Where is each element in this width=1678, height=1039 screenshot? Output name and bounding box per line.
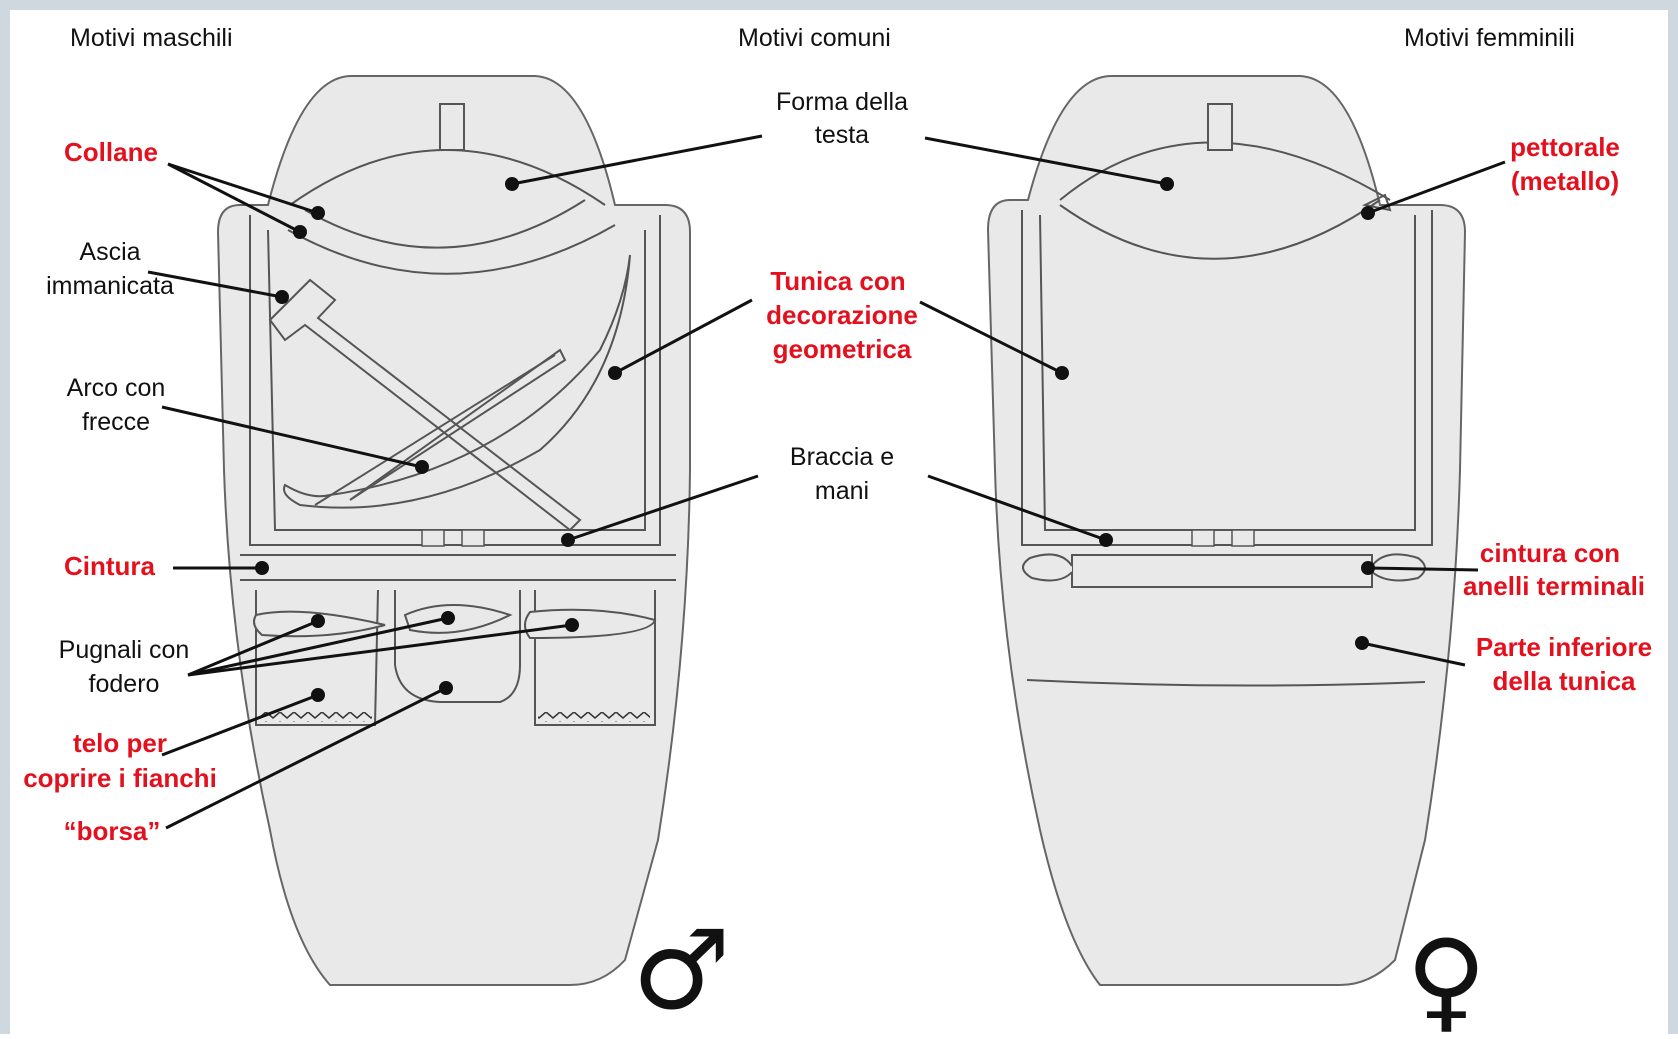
header-female: Motivi femminili: [1404, 24, 1575, 52]
female-belt: [1072, 555, 1372, 587]
female-hand-right: [1232, 530, 1254, 546]
label-lower-tunic-line2: della tunica: [1492, 666, 1636, 696]
label-daggers-line2: fodero: [89, 670, 160, 698]
dot-belt: [255, 561, 269, 575]
dot-female-arms: [1099, 533, 1113, 547]
dot-axe: [275, 290, 289, 304]
dot-dagger-3: [565, 618, 579, 632]
header-common: Motivi comuni: [738, 24, 891, 52]
dot-dagger-1: [311, 614, 325, 628]
dot-female-head: [1160, 177, 1174, 191]
dot-cloth: [311, 688, 325, 702]
label-arms-line2: mani: [815, 477, 869, 505]
dot-necklace-1: [311, 206, 325, 220]
dot-pectoral: [1361, 206, 1375, 220]
female-belt-ring-left: [1023, 554, 1072, 580]
label-axe-line2: immanicata: [46, 272, 174, 300]
dot-female-tunic: [1055, 366, 1069, 380]
dot-bag: [439, 681, 453, 695]
label-bow-line1: Arco con: [67, 374, 166, 402]
female-head-notch: [1208, 104, 1232, 150]
dot-bow: [415, 460, 429, 474]
male-symbol-icon: ♂: [632, 906, 731, 1034]
label-cloth-line2: coprire i fianchi: [23, 763, 217, 793]
frame-left: [0, 0, 10, 1034]
label-head-line2: testa: [815, 121, 869, 149]
female-symbol-icon: ♀: [1406, 916, 1487, 1034]
male-hand-left: [422, 530, 444, 546]
label-female-belt-line2: anelli terminali: [1463, 571, 1645, 601]
label-lower-tunic-line1: Parte inferiore: [1476, 632, 1652, 662]
male-zigzag-right: [538, 712, 650, 722]
dot-male-head: [505, 177, 519, 191]
label-cloth-line1: telo per: [73, 728, 167, 758]
label-belt: Cintura: [64, 551, 156, 581]
label-arms-line1: Braccia e: [790, 443, 894, 471]
label-tunic-line3: geometrica: [773, 334, 912, 364]
label-necklaces: Collane: [64, 137, 158, 167]
label-tunic-line1: Tunica con: [770, 266, 905, 296]
header-male: Motivi maschili: [70, 24, 233, 52]
dot-male-arms: [561, 533, 575, 547]
label-head-line1: Forma della: [776, 88, 908, 116]
frame-right: [1668, 0, 1678, 1034]
dot-necklace-2: [293, 225, 307, 239]
label-female-belt-line1: cintura con: [1480, 538, 1620, 568]
female-stele: [988, 76, 1465, 985]
male-zigzag-left: [260, 712, 372, 722]
male-stele: [218, 76, 690, 985]
label-bow-line2: frecce: [82, 408, 150, 436]
dot-dagger-2: [441, 611, 455, 625]
label-pectoral-line2: (metallo): [1511, 166, 1619, 196]
leader-female-belt: [1368, 568, 1478, 570]
frame-top: [0, 0, 1678, 10]
dot-lower-tunic: [1355, 636, 1369, 650]
label-tunic-line2: decorazione: [766, 300, 918, 330]
label-pectoral-line1: pettorale: [1510, 132, 1620, 162]
label-axe-line1: Ascia: [79, 238, 140, 266]
label-bag: “borsa”: [64, 816, 161, 846]
male-hand-right: [462, 530, 484, 546]
label-daggers-line1: Pugnali con: [59, 636, 190, 664]
male-head-notch: [440, 104, 464, 150]
dot-male-tunic: [608, 366, 622, 380]
female-hand-left: [1192, 530, 1214, 546]
dot-female-belt: [1361, 561, 1375, 575]
